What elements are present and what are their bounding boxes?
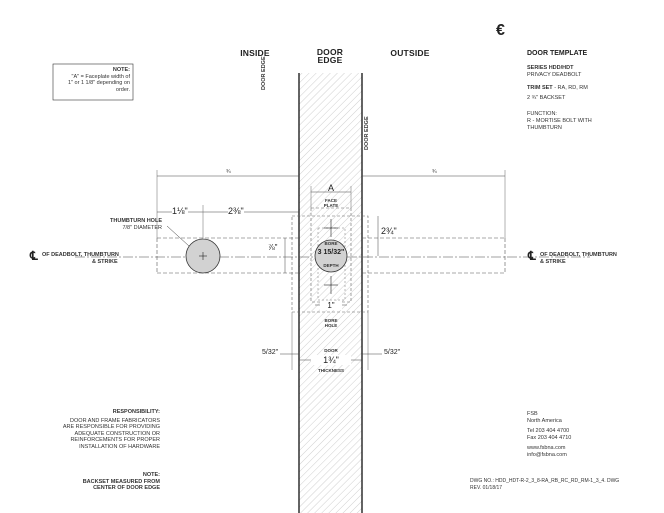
- centerline-label-right: OF DEADBOLT, THUMBTURN& STRIKE: [540, 252, 617, 265]
- heading-outside: OUTSIDE: [390, 48, 430, 58]
- faceplate-a-label: A: [327, 183, 334, 193]
- note-box-text: NOTE: "A" = Faceplate width of 1" or 1 1…: [67, 67, 130, 93]
- brand-logo-icon: €: [496, 22, 505, 39]
- dim-7-8: ⅞": [268, 243, 278, 252]
- dim-top-right: ¾: [432, 169, 437, 175]
- heading-inside: INSIDE: [240, 48, 270, 58]
- door-edge-slab: [299, 73, 362, 513]
- dim-door-thickness: 1¾": [311, 355, 351, 365]
- company-info: FSB North America Tel 203 404 4700 Fax 2…: [527, 411, 572, 458]
- note-box: [52, 63, 134, 101]
- centerline-symbol-left: ℄: [30, 249, 38, 263]
- dim-bore-depth: 3 15/32": [317, 249, 345, 256]
- bore-hole: [314, 239, 348, 273]
- dim-5-32-right: 5/32": [384, 349, 401, 356]
- door-thickness-label-bottom: THICKNESS: [317, 368, 344, 373]
- dim-2-3-8: 2⅜": [228, 206, 244, 216]
- door-edge-label-right: DOOR EDGE: [364, 116, 370, 150]
- dim-2-3-4: 2¾": [381, 226, 397, 236]
- centerline-symbol-right: ℄: [528, 249, 536, 263]
- bore-label: BORE: [324, 241, 338, 246]
- faceplate-outline: [291, 215, 369, 313]
- drawing-number: DWG NO.: HDD_HDT-R-2_3_8-RA_RB_RC_RD_RM-…: [470, 478, 620, 491]
- centerline-label-left: OF DEADBOLT, THUMBTURN& STRIKE: [42, 252, 119, 265]
- template-info: DOOR TEMPLATE SERIES HDD/HDT PRIVACY DEA…: [527, 50, 592, 131]
- dim-1-1-8: 1⅛": [172, 206, 188, 216]
- backset-note: NOTE: BACKSET MEASURED FROM CENTER OF DO…: [82, 472, 160, 492]
- door-edge-label-left: DOOR EDGE: [261, 56, 267, 90]
- dim-top-left: ¾: [226, 169, 231, 175]
- dim-5-32-left: 5/32": [262, 349, 279, 356]
- dim-bore-hole: 1": [320, 301, 342, 310]
- thumbturn-label: THUMBTURN HOLE 7/8" DIAMETER: [110, 218, 162, 231]
- bore-depth-label: DEPTH: [323, 263, 339, 268]
- responsibility-note: RESPONSIBILITY: DOOR AND FRAME FABRICATO…: [62, 409, 160, 450]
- mortise-outline: [310, 207, 352, 303]
- door-thickness-label-top: DOOR: [324, 348, 338, 353]
